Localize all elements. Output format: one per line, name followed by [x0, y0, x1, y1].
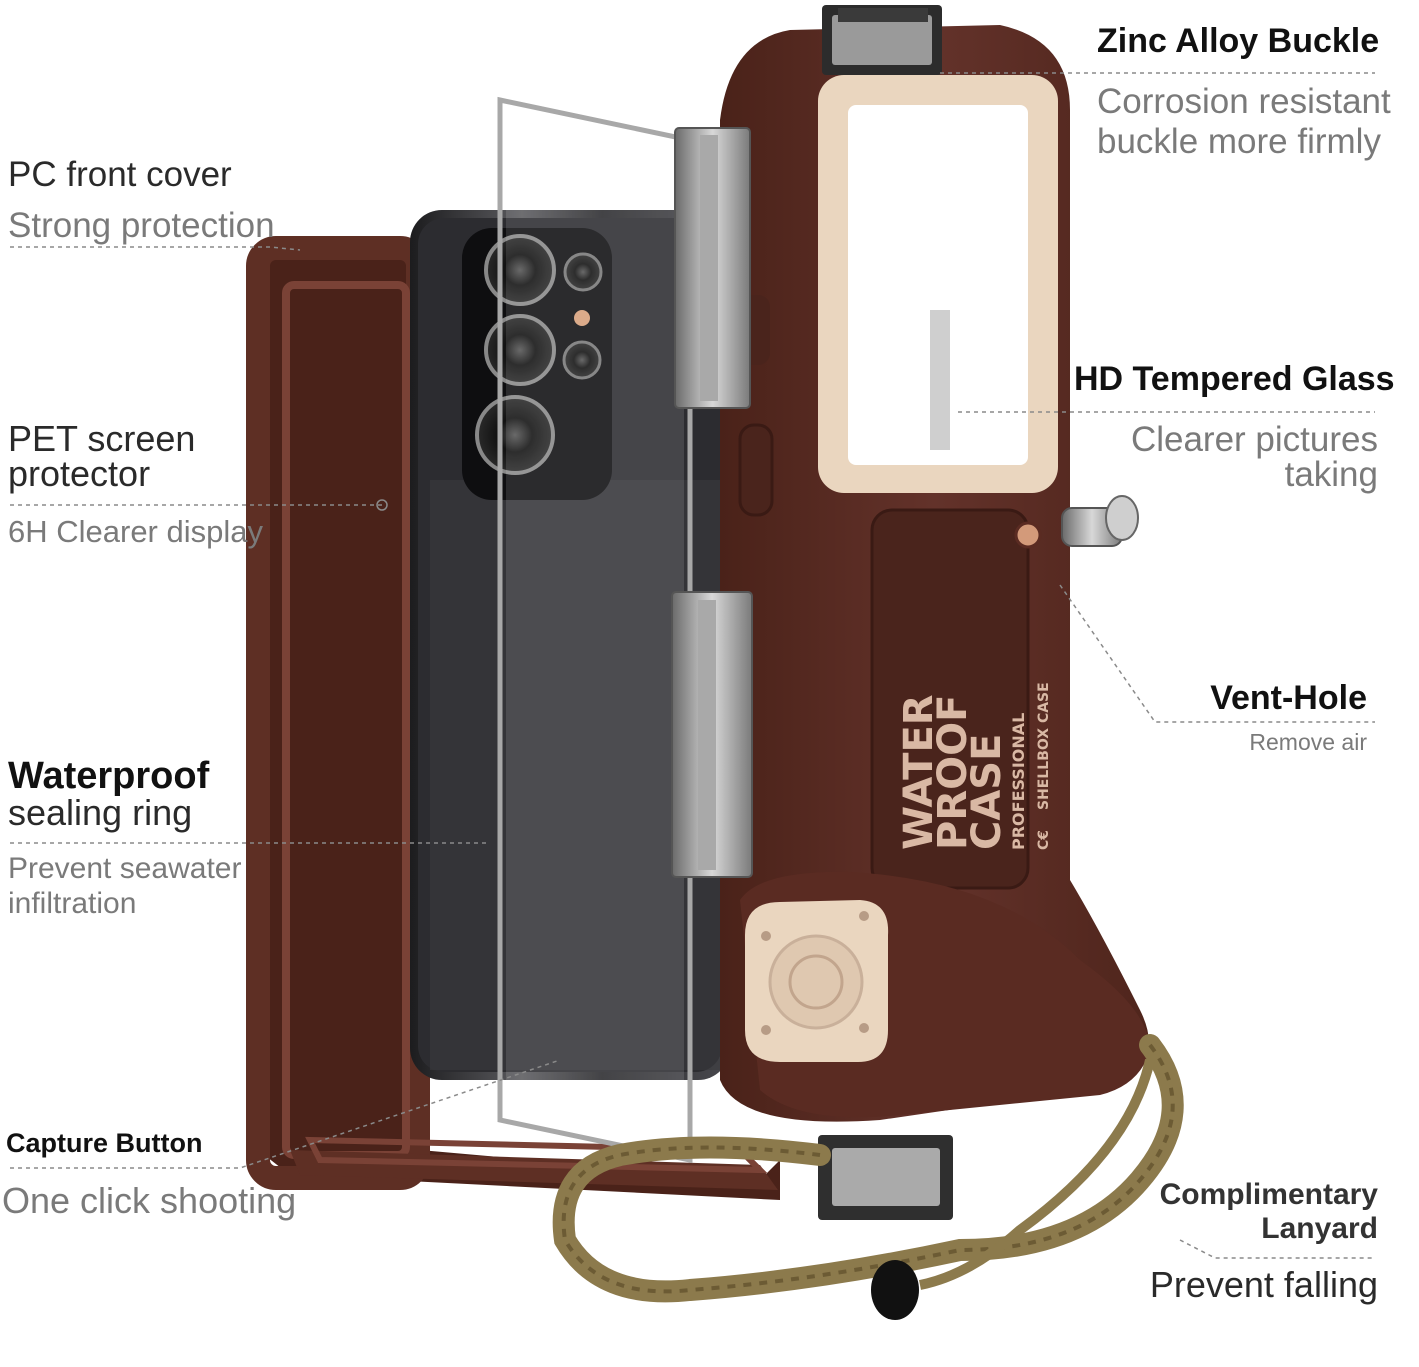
bottom-buckle	[818, 1135, 953, 1220]
case-print-mark: C€	[1036, 830, 1052, 850]
glass-desc-1: Clearer pictures	[1130, 420, 1378, 459]
camera-icon	[475, 234, 603, 475]
case-print-small-1: PROFESSIONAL	[1009, 713, 1028, 850]
lanyard-title-2: Lanyard	[1261, 1212, 1378, 1245]
case-print-big-1: WATER	[896, 694, 942, 850]
capture-title: Capture Button	[6, 1128, 203, 1158]
sealing-title-1: Waterproof	[8, 755, 210, 797]
zinc-buckle	[822, 5, 942, 75]
hinge-bottom	[671, 591, 753, 878]
vent-desc: Remove air	[1249, 729, 1367, 755]
capture-button-icon	[745, 900, 889, 1062]
case-print: WATER PROOF CASE PROFESSIONAL SHELLBOX C…	[896, 682, 1052, 850]
glass-desc-2: taking	[1284, 455, 1378, 494]
glass-title: HD Tempered Glass	[1074, 360, 1395, 398]
sealing-desc-2: infiltration	[8, 887, 137, 920]
capture-desc: One click shooting	[2, 1180, 297, 1221]
screen-protector-frame	[497, 96, 693, 1164]
pet-title-2: protector	[8, 453, 151, 494]
lanyard-title-1: Complimentary	[1159, 1178, 1378, 1211]
zinc-buckle-desc-2: buckle more firmly	[1097, 122, 1381, 161]
zinc-buckle-desc-1: Corrosion resistant	[1097, 82, 1391, 121]
lanyard-desc: Prevent falling	[1149, 1264, 1378, 1305]
pet-desc: 6H Clearer display	[8, 514, 263, 549]
pc-cover-desc: Strong protection	[8, 206, 275, 245]
vent-title: Vent-Hole	[1210, 679, 1367, 717]
sealing-desc-1: Prevent seawater	[8, 852, 242, 885]
pet-title-1: PET screen	[8, 418, 196, 459]
case-print-small-2: SHELLBOX CASE	[1036, 682, 1052, 810]
hinge-top	[674, 127, 751, 409]
case-print-big-3: CASE	[964, 734, 1010, 850]
leader-lines	[10, 72, 1375, 1259]
case-print-big-2: PROOF	[930, 695, 976, 850]
lanyard	[552, 1034, 1184, 1320]
sealing-title-2: sealing ring	[8, 792, 193, 833]
pc-cover-title: PC front cover	[8, 155, 232, 194]
zinc-buckle-title: Zinc Alloy Buckle	[1097, 22, 1380, 60]
vent-screw	[1014, 495, 1139, 549]
